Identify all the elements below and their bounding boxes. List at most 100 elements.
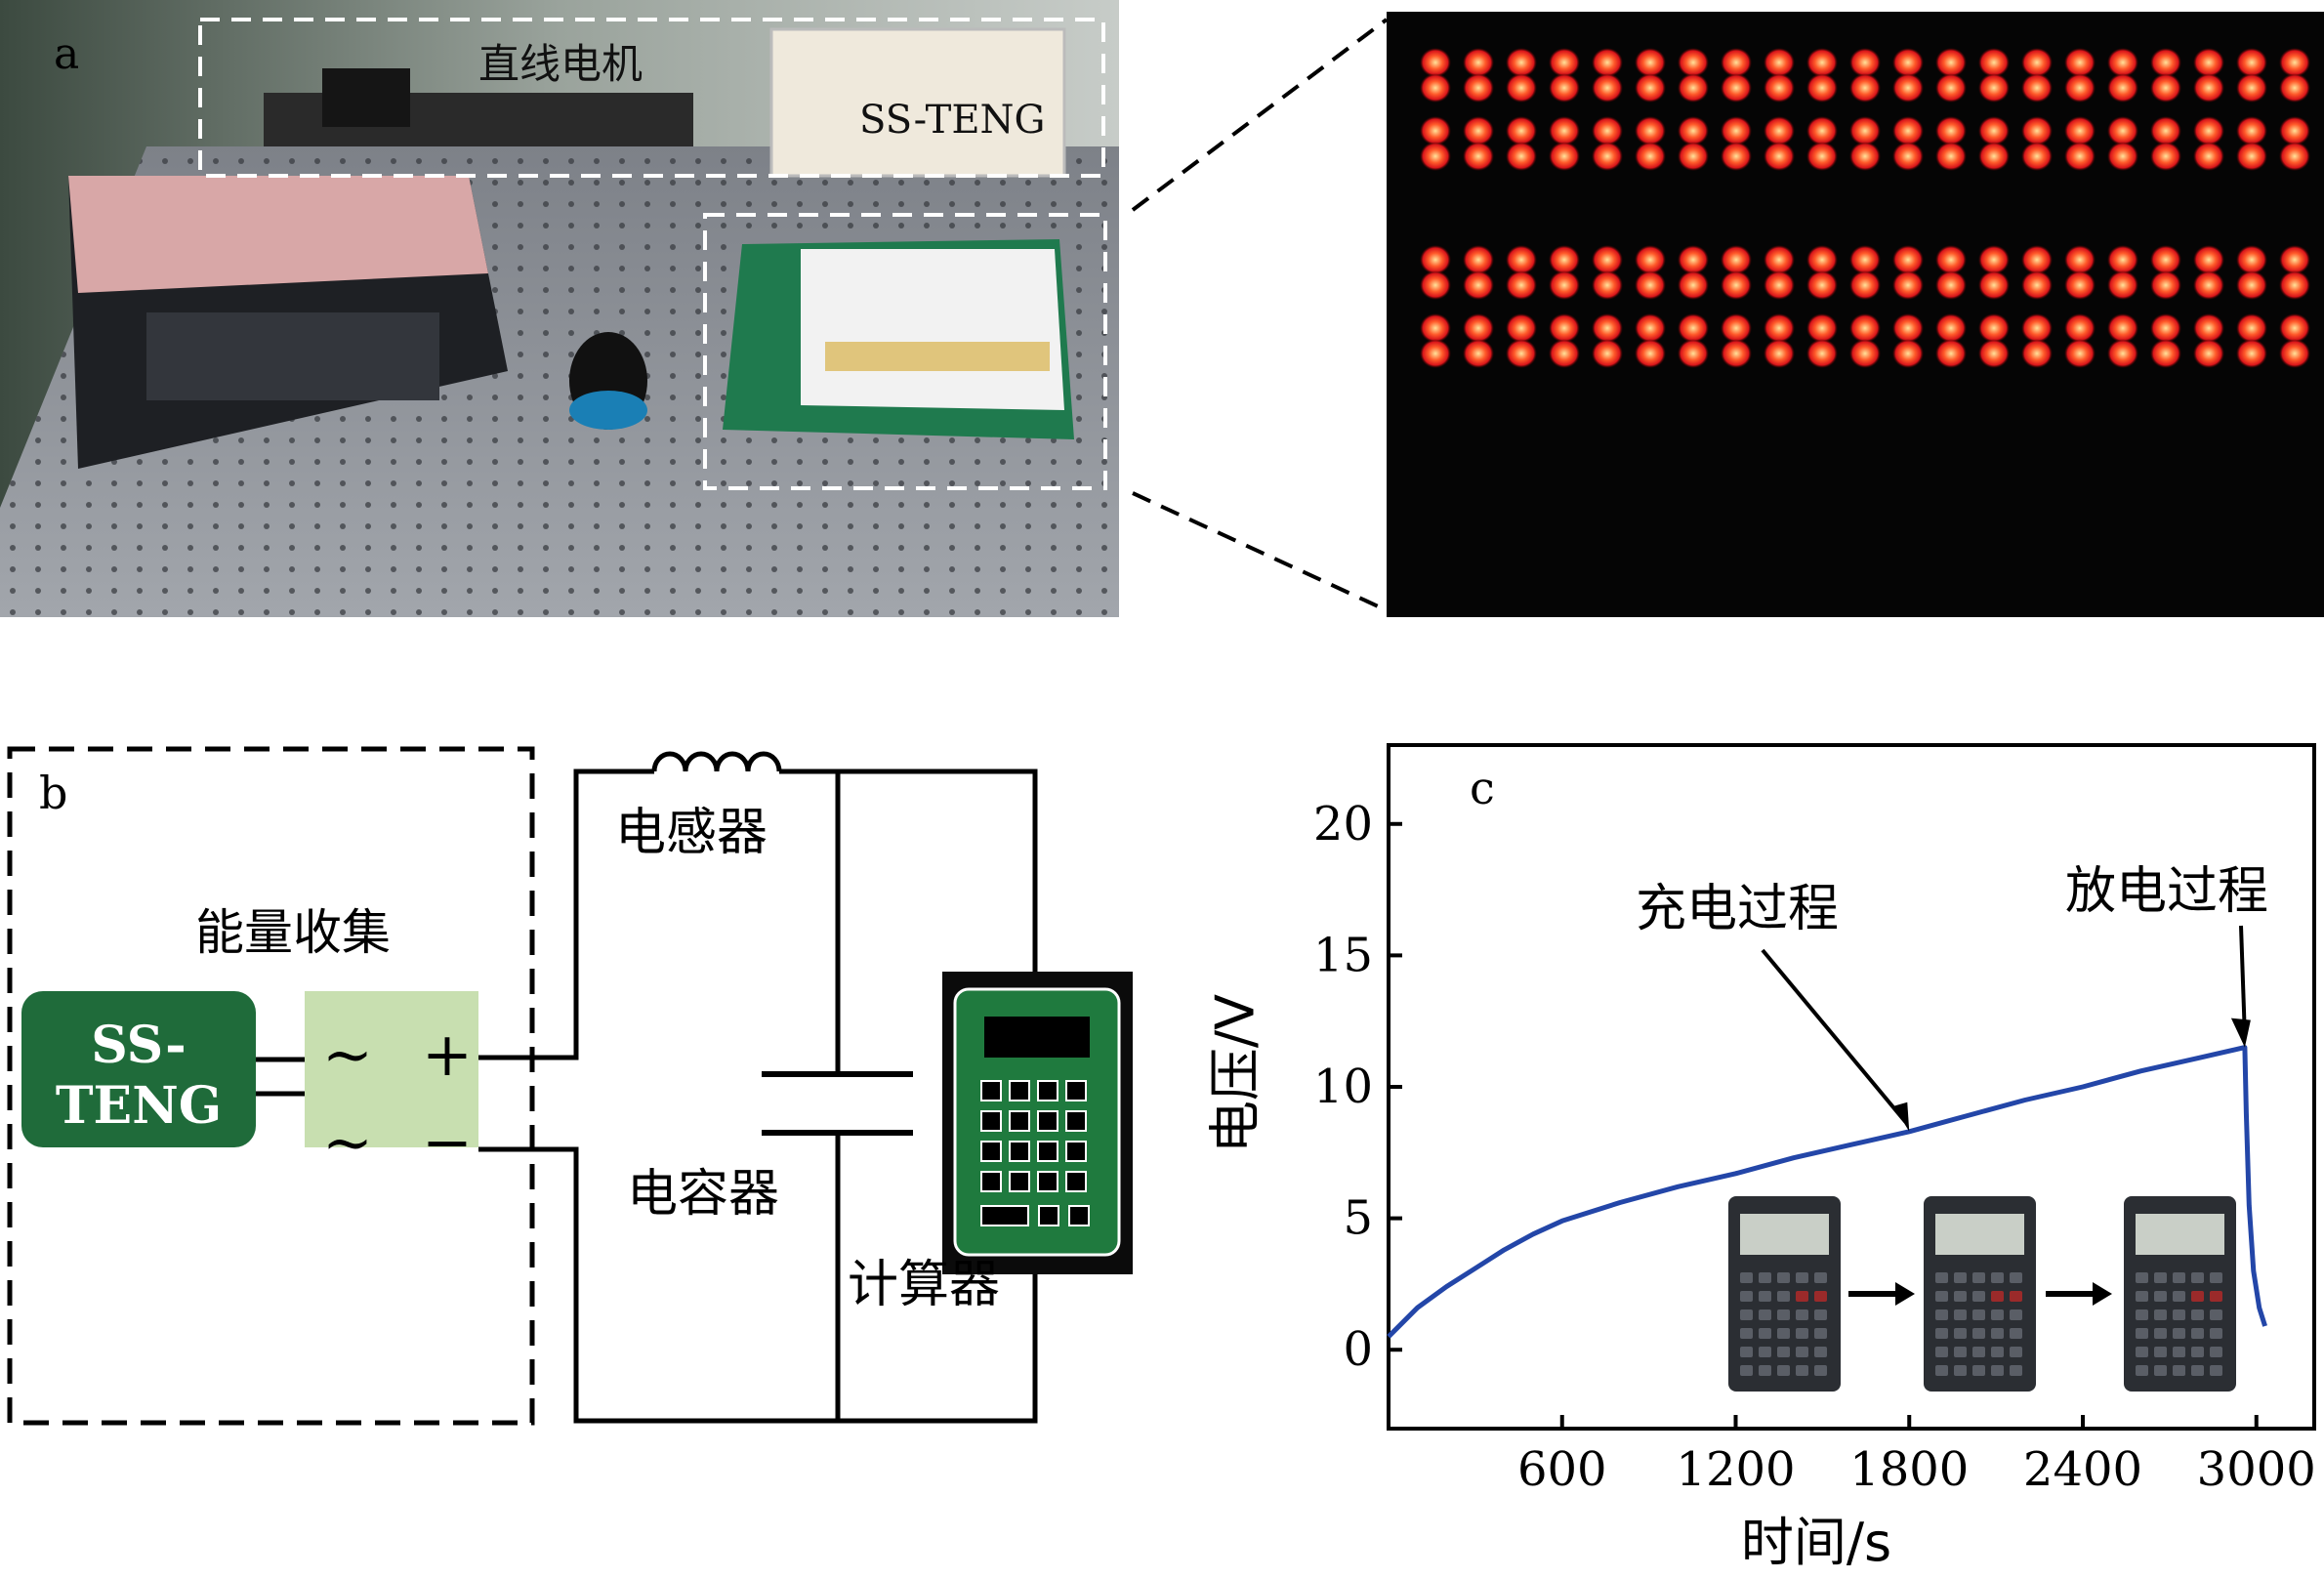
calculator-key (1065, 1171, 1087, 1192)
led-dot (2150, 245, 2181, 274)
y-tick-label: 5 (1343, 1191, 1373, 1246)
rectifier-block (305, 991, 478, 1147)
led-dot (1806, 142, 1838, 171)
x-tick-label: 2400 (2023, 1442, 2142, 1497)
led-dot (2021, 73, 2053, 103)
led-dot (2279, 48, 2310, 77)
calculator-key (1037, 1141, 1058, 1162)
led-dot (2193, 73, 2224, 103)
calculator-key (1009, 1171, 1030, 1192)
led-dot (1592, 270, 1623, 300)
led-dot (1463, 48, 1494, 77)
sequence-arrow (1848, 1282, 1915, 1306)
led-dot (2021, 313, 2053, 343)
led-dot (1721, 73, 1752, 103)
led-dot (1592, 116, 1623, 145)
led-dot (1420, 142, 1451, 171)
led-dot (1892, 142, 1924, 171)
led-dot (2150, 142, 2181, 171)
led-dot (2021, 48, 2053, 77)
led-dot (2021, 245, 2053, 274)
led-dot (1506, 48, 1537, 77)
led-dot (1592, 313, 1623, 343)
panel-b-circuit: b 能量收集 SS- TENG ~ ~ + − 电感器 电容器 计算器 (0, 727, 1142, 1431)
led-dot (2193, 245, 2224, 274)
led-dot (2279, 116, 2310, 145)
ac-symbol-top: ~ (322, 1018, 373, 1090)
led-dot (1935, 313, 1967, 343)
led-dot (1764, 270, 1795, 300)
led-dot (1506, 73, 1537, 103)
led-dot (1978, 73, 2010, 103)
led-dot (1935, 73, 1967, 103)
calculator-key (980, 1110, 1002, 1132)
led-dot (1935, 48, 1967, 77)
led-dot (2193, 48, 2224, 77)
led-dot (1764, 339, 1795, 368)
led-dot (1978, 116, 2010, 145)
led-dot (1463, 339, 1494, 368)
led-dot (1549, 270, 1580, 300)
calculator-key (980, 1171, 1002, 1192)
y-tick-label: 20 (1313, 797, 1373, 852)
led-dot (2064, 73, 2096, 103)
ss-teng-photo-label: SS-TENG (859, 98, 1046, 143)
charging-arrow (1761, 948, 1910, 1132)
x-tick-label: 3000 (2197, 1442, 2316, 1497)
led-dot (1420, 339, 1451, 368)
ss-teng-label: SS- TENG (21, 1016, 256, 1137)
led-dot (2236, 270, 2267, 300)
led-dot (1721, 245, 1752, 274)
led-dot (1506, 116, 1537, 145)
ac-symbol-bottom: ~ (322, 1106, 373, 1178)
linear-motor-label: 直线电机 (478, 40, 643, 88)
negative-wire (478, 1146, 1038, 1424)
led-dot (1764, 73, 1795, 103)
calculator-key (1009, 1110, 1030, 1132)
minus-terminal: − (422, 1106, 473, 1178)
led-dot (1420, 270, 1451, 300)
led-dot (1463, 73, 1494, 103)
panel-a-photo: a 直线电机 SS-TENG (0, 0, 1119, 617)
led-dot (1635, 270, 1666, 300)
led-dot (2193, 116, 2224, 145)
led-dot (2279, 142, 2310, 171)
led-dot (1721, 48, 1752, 77)
led-dot (1935, 116, 1967, 145)
led-dot (1764, 313, 1795, 343)
led-dot (1721, 313, 1752, 343)
sequence-arrow (2046, 1282, 2112, 1306)
led-dot (2021, 270, 2053, 300)
led-dot (1635, 142, 1666, 171)
led-dot (1635, 245, 1666, 274)
led-array-photo (1387, 12, 2324, 617)
discharging-annotation: 放电过程 (2065, 862, 2269, 921)
led-dot (1978, 313, 2010, 343)
led-dot (1463, 270, 1494, 300)
calculator-key (1009, 1080, 1030, 1101)
calculator-key (1065, 1080, 1087, 1101)
led-dot (1806, 116, 1838, 145)
led-dot (1506, 245, 1537, 274)
charging-annotation: 充电过程 (1636, 880, 1840, 938)
led-dot (2107, 48, 2138, 77)
led-dot (1764, 245, 1795, 274)
led-dot (1892, 116, 1924, 145)
x-axis-label: 时间/s (1740, 1512, 1892, 1573)
circuit-diagram (7, 746, 1133, 1426)
led-dot (2279, 270, 2310, 300)
led-dot (1678, 270, 1709, 300)
led-dot (1721, 339, 1752, 368)
led-dot (1935, 245, 1967, 274)
led-dot (2279, 73, 2310, 103)
x-tick-label: 1800 (1849, 1442, 1969, 1497)
led-dot (1935, 339, 1967, 368)
led-dot (1935, 142, 1967, 171)
ss-teng-label-line2: TENG (55, 1076, 223, 1136)
led-dot (2107, 142, 2138, 171)
led-dot (1764, 142, 1795, 171)
led-dot (2064, 270, 2096, 300)
led-dot (1678, 116, 1709, 145)
led-dot (1420, 116, 1451, 145)
